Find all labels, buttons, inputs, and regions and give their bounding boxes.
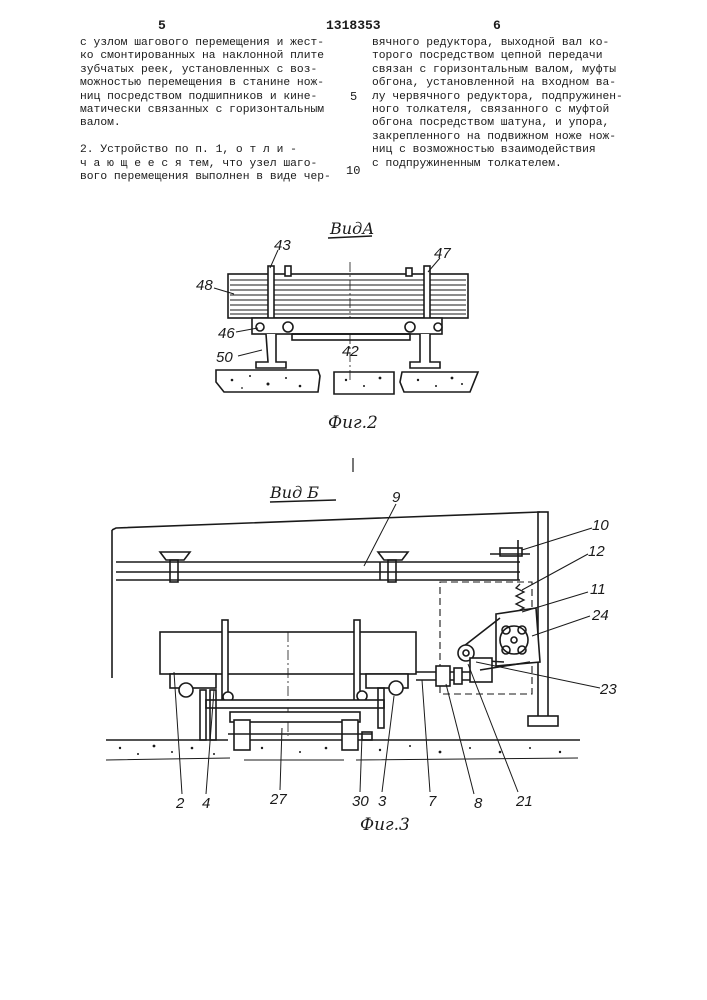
fig3-view-title: Вид Б (269, 483, 319, 502)
fig3-label-2: 2 (175, 795, 185, 812)
fig2-label-43: 43 (274, 237, 291, 254)
fig3-label-11: 11 (590, 581, 606, 598)
fig2-label-47: 47 (434, 245, 451, 262)
fig2-label-48: 48 (196, 277, 213, 294)
fig2-label-42: 42 (342, 343, 359, 360)
fig3-label-23: 23 (599, 681, 617, 698)
fig3-label-9: 9 (392, 489, 401, 506)
fig3-label-10: 10 (592, 517, 609, 534)
fig3-caption: Фиг.3 (360, 815, 410, 835)
fig3-label-4: 4 (202, 795, 210, 812)
fig2-view-title: ВидА (329, 219, 374, 238)
fig3-label-30: 30 (352, 793, 369, 810)
fig3-label-3: 3 (378, 793, 387, 810)
fig2-caption: Фиг.2 (328, 413, 378, 433)
fig2-label-50: 50 (216, 349, 233, 366)
fig3-label-12: 12 (588, 543, 605, 560)
fig3-label-7: 7 (428, 793, 437, 810)
fig3-label-8: 8 (474, 795, 483, 812)
fig3-label-21: 21 (515, 793, 533, 810)
fig2-label-46: 46 (218, 325, 235, 342)
fig3-label-24: 24 (591, 607, 609, 624)
fig3-label-27: 27 (269, 791, 287, 808)
